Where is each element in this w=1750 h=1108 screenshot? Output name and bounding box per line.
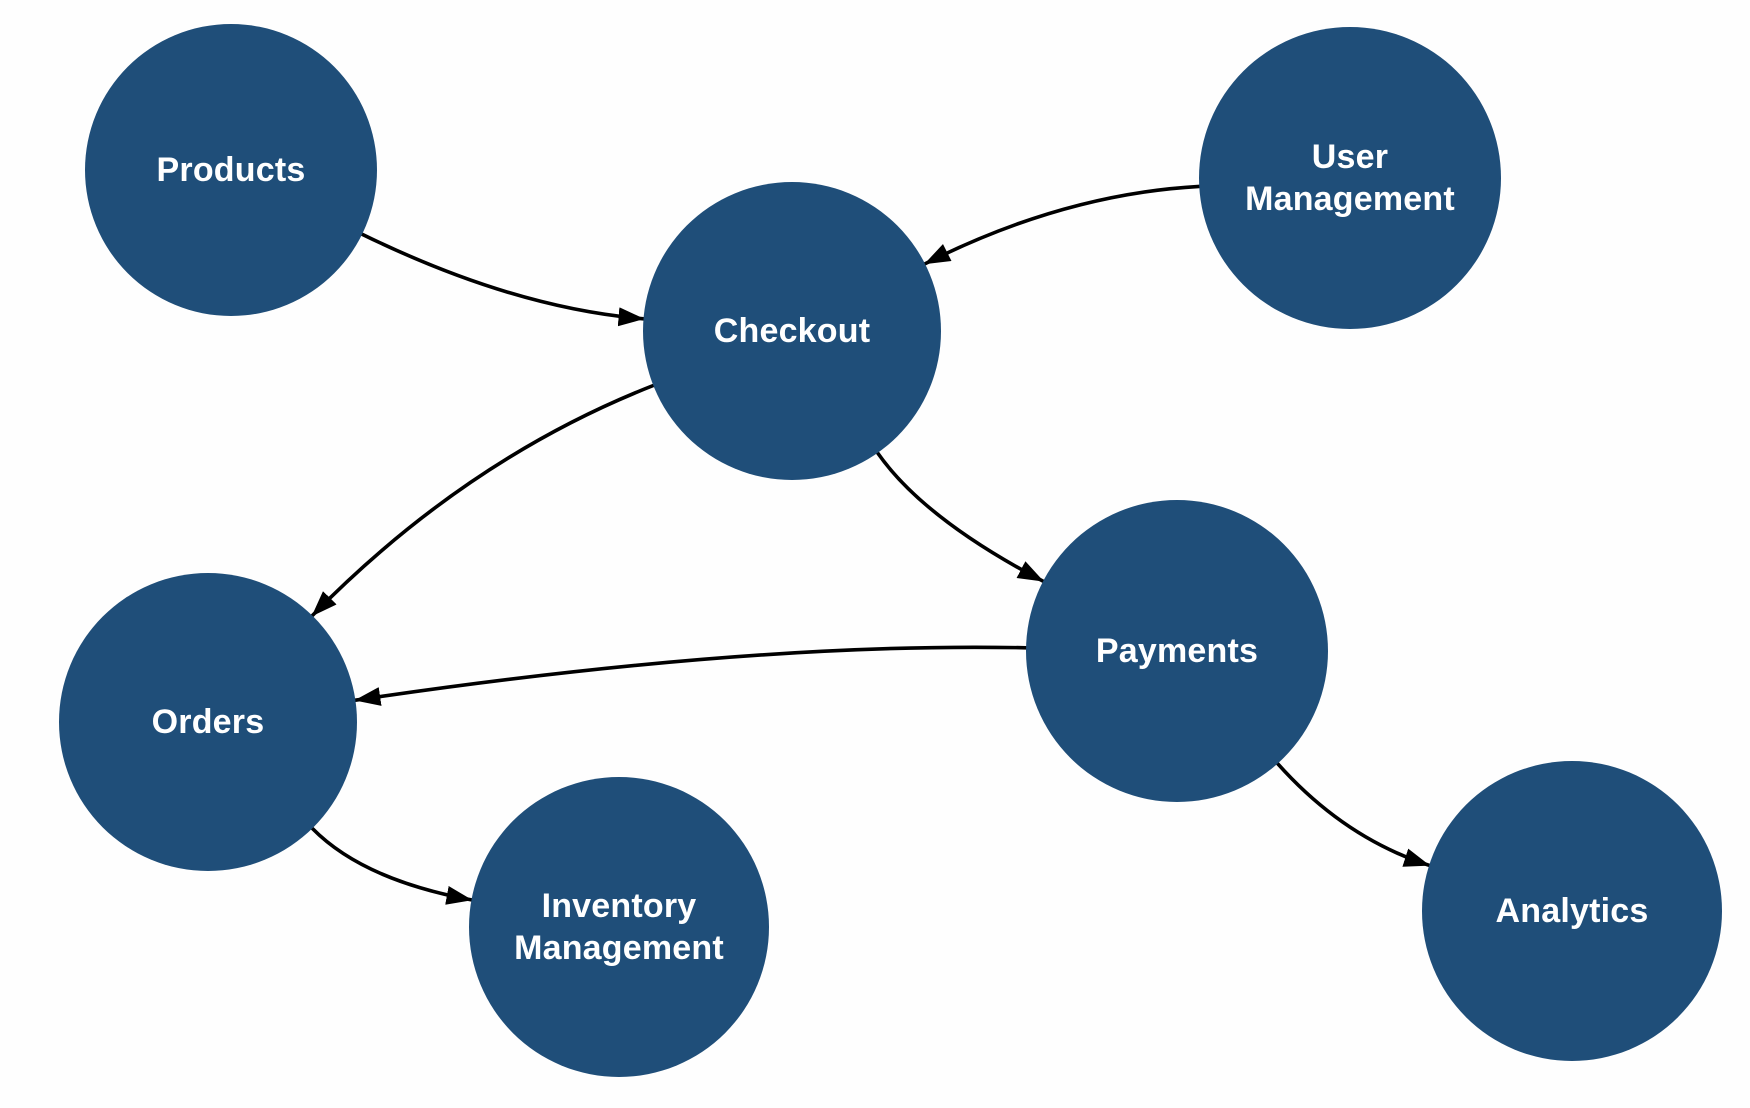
edge-payments-to-analytics — [1275, 761, 1431, 868]
node-label-analytics: Analytics — [1495, 892, 1649, 930]
edge-payments-to-orders — [353, 645, 1028, 706]
node-label-payments: Payments — [1095, 632, 1259, 670]
node-label-checkout: Checkout — [713, 312, 871, 350]
node-payments[interactable]: Payments — [1026, 500, 1328, 802]
node-analytics[interactable]: Analytics — [1422, 761, 1722, 1061]
node-label-products: Products — [156, 151, 306, 189]
node-products[interactable]: Products — [85, 24, 377, 316]
edge-user-management-to-checkout — [923, 184, 1201, 266]
node-orders[interactable]: Orders — [59, 573, 357, 871]
node-label-orders: Orders — [151, 703, 265, 741]
edge-checkout-to-payments — [875, 451, 1045, 583]
node-inventory-management[interactable]: Inventory Management — [469, 777, 769, 1077]
node-label-user-management: User Management — [1245, 138, 1455, 218]
edge-orders-to-inventory-management — [310, 826, 474, 905]
edge-products-to-checkout — [360, 232, 646, 327]
node-label-inventory-management: Inventory Management — [514, 887, 724, 967]
edge-checkout-to-orders — [310, 383, 656, 618]
node-checkout[interactable]: Checkout — [643, 182, 941, 480]
node-user-management[interactable]: User Management — [1199, 27, 1501, 329]
